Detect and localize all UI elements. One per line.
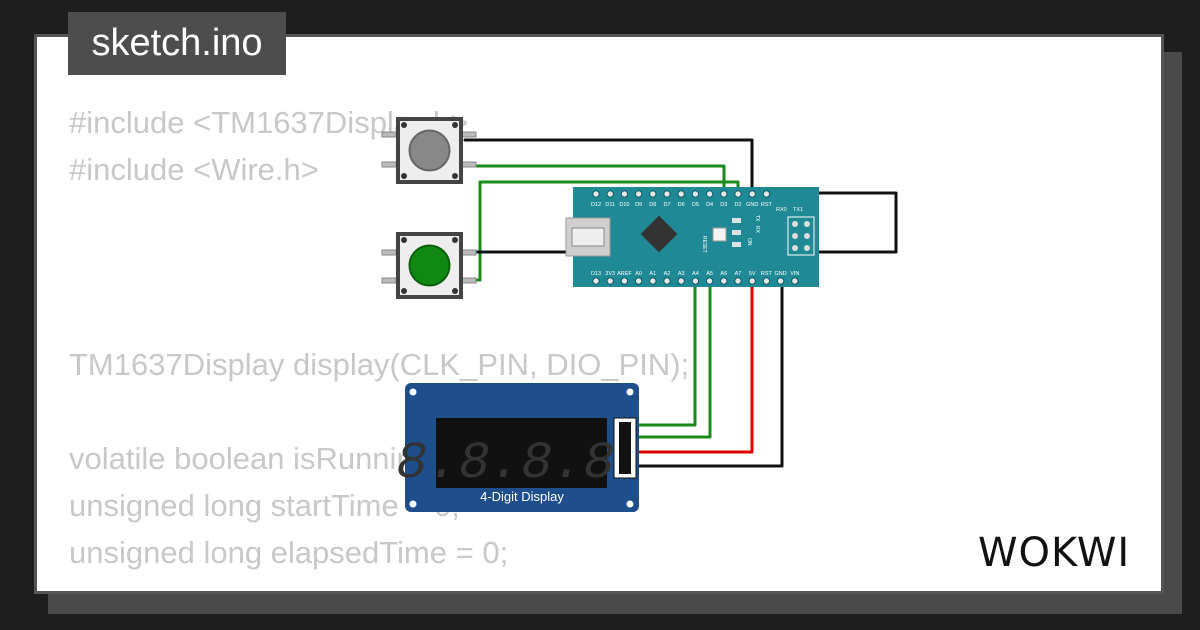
wire-d3-button1 (463, 164, 726, 198)
pin-label: D5 (692, 202, 699, 208)
code-line: #include <Wire.h> (69, 152, 319, 187)
pin-label: A2 (664, 271, 671, 277)
pin-label: 5V (749, 271, 756, 277)
chip-icon (640, 215, 678, 253)
reset-label: RESET (701, 236, 707, 253)
serial-label: TX1 (793, 207, 803, 213)
pushbutton-grey[interactable] (381, 117, 477, 184)
pin-d4[interactable] (705, 190, 714, 198)
pin-rst[interactable] (762, 277, 771, 285)
pin-label: D7 (663, 202, 670, 208)
led-rx (732, 230, 741, 235)
pin-label: D4 (706, 202, 713, 208)
pin-rst[interactable] (762, 190, 771, 198)
wire-gnd-display (634, 278, 784, 468)
reset-button[interactable] (712, 227, 727, 242)
pin-a1[interactable] (649, 277, 657, 285)
pin-d13[interactable] (592, 277, 600, 285)
pin-label: RST (761, 271, 773, 277)
pin-aref[interactable] (620, 277, 629, 285)
pin-label: RST (761, 202, 773, 208)
pin-5v[interactable] (748, 277, 756, 285)
pin-a5[interactable] (705, 277, 714, 285)
file-tab[interactable]: sketch.ino (68, 12, 286, 75)
pin-vin[interactable] (791, 277, 799, 285)
icsp-header (787, 216, 815, 256)
pushbutton-green[interactable] (381, 232, 477, 299)
pin-a6[interactable] (720, 277, 728, 285)
pin-d8[interactable] (649, 190, 657, 198)
code-line: unsigned long startTime = 0; (69, 488, 460, 523)
pin-d7[interactable] (663, 190, 671, 198)
pin-d6[interactable] (677, 190, 685, 198)
led-label: RX (754, 226, 760, 234)
pin-label: A5 (706, 271, 713, 277)
pin-3v3[interactable] (606, 277, 614, 285)
pin-label: D3 (720, 202, 727, 208)
pin-label: A3 (678, 271, 685, 277)
led-label: TX (754, 215, 760, 222)
pin-label: A4 (692, 271, 699, 277)
pin-label: A7 (735, 271, 742, 277)
pin-label: 3V3 (605, 271, 615, 277)
pin-label: GND (746, 202, 758, 208)
pin-label: AREF (617, 271, 632, 277)
pin-a0[interactable] (634, 277, 643, 285)
pin-a3[interactable] (677, 277, 685, 285)
pin-d3[interactable] (720, 190, 728, 198)
wire-dio (634, 278, 712, 439)
button-cap[interactable] (408, 244, 451, 287)
serial-label: RX0 (776, 207, 787, 213)
wokwi-logo: WOKWI (978, 530, 1130, 576)
pin-a2[interactable] (663, 277, 671, 285)
segment-digits: 8.8.8.8. (396, 434, 646, 493)
pin-label: D10 (619, 202, 629, 208)
pin-d9[interactable] (634, 190, 643, 198)
led-on (732, 242, 741, 247)
led-tx (732, 218, 741, 223)
pin-d10[interactable] (620, 190, 629, 198)
wire-clk (634, 278, 697, 427)
pin-d5[interactable] (691, 190, 700, 198)
led-label: ON (746, 238, 752, 246)
pin-label: D6 (678, 202, 685, 208)
pin-a7[interactable] (734, 277, 742, 285)
pin-d2[interactable] (734, 190, 742, 198)
header-pins (619, 422, 631, 474)
pin-gnd[interactable] (748, 190, 756, 198)
wire-vcc (634, 278, 754, 454)
pin-label: A0 (635, 271, 642, 277)
pin-d12[interactable] (592, 190, 600, 198)
pin-a4[interactable] (691, 277, 700, 285)
pin-label: D9 (635, 202, 642, 208)
display-label: 4-Digit Display (480, 489, 564, 504)
pin-label: D2 (734, 202, 741, 208)
seven-segment-panel (436, 418, 607, 488)
pin-label: D13 (591, 271, 601, 277)
pin-gnd[interactable] (776, 277, 785, 285)
pin-d11[interactable] (606, 190, 614, 198)
button-cap[interactable] (408, 129, 451, 172)
pin-label: D12 (591, 202, 601, 208)
wire-gnd-button1 (463, 138, 754, 198)
pin-label: D11 (605, 202, 615, 208)
pin-label: VIN (790, 271, 799, 277)
code-line: TM1637Display display(CLK_PIN, DIO_PIN); (69, 347, 690, 382)
pin-label: D8 (649, 202, 656, 208)
preview-card: #include <TM1637Display.h> #include <Wir… (34, 34, 1164, 594)
code-line: unsigned long elapsedTime = 0; (69, 535, 509, 570)
tm1637-display[interactable]: 8.8.8.8. 4-Digit Display (396, 383, 646, 512)
usb-port-inner (571, 227, 605, 247)
pin-label: GND (774, 271, 786, 277)
pin-label: A6 (720, 271, 727, 277)
pin-label: A1 (649, 271, 656, 277)
